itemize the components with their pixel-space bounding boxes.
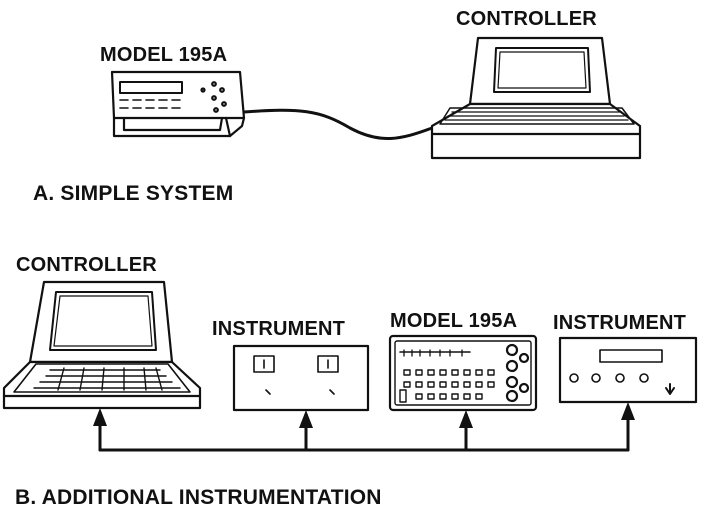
bus-connections	[100, 418, 628, 450]
instrument-2-icon	[560, 338, 696, 402]
cable-a	[244, 110, 432, 138]
model-195a-b-icon	[390, 336, 536, 410]
controller-b-icon	[4, 282, 200, 408]
controller-a-icon	[432, 38, 640, 158]
instrument-1-icon	[234, 346, 368, 410]
model-195a-device-icon	[112, 72, 244, 136]
